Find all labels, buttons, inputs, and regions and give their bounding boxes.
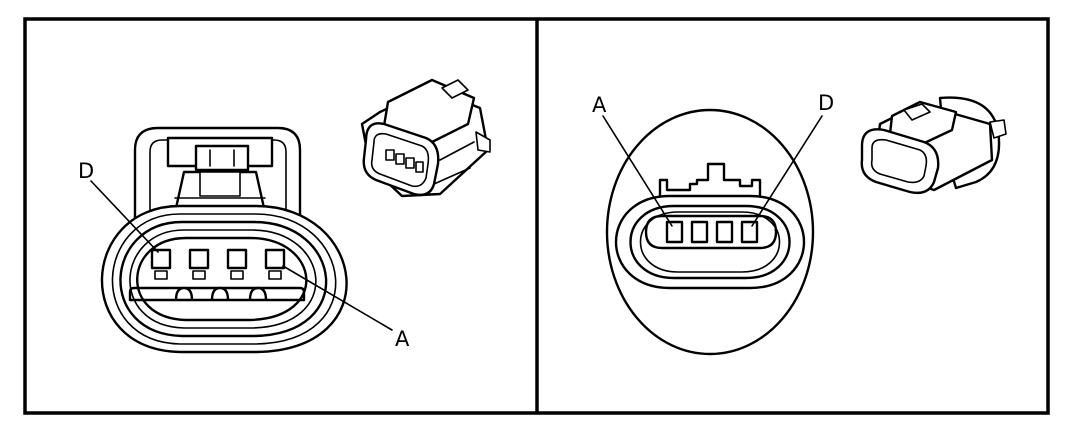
leader-line-d-left [90, 180, 159, 253]
right-panel: A D [592, 91, 1007, 356]
connector-3d-left [360, 78, 491, 198]
leader-line-d-right [751, 115, 823, 227]
left-panel: D A [78, 78, 491, 354]
connector-body-oval [605, 108, 815, 356]
label-a-right: A [592, 93, 607, 117]
connector-face-left [100, 126, 348, 354]
label-a-left: A [395, 327, 410, 351]
pin-cavities-right [665, 220, 759, 244]
label-d-left: D [78, 159, 94, 183]
leader-line-a-right [602, 115, 673, 227]
pin-cavities-left [150, 248, 286, 280]
connector-3d-right [860, 96, 1007, 195]
leader-line-a-left [282, 265, 393, 331]
label-d-right: D [818, 91, 834, 115]
